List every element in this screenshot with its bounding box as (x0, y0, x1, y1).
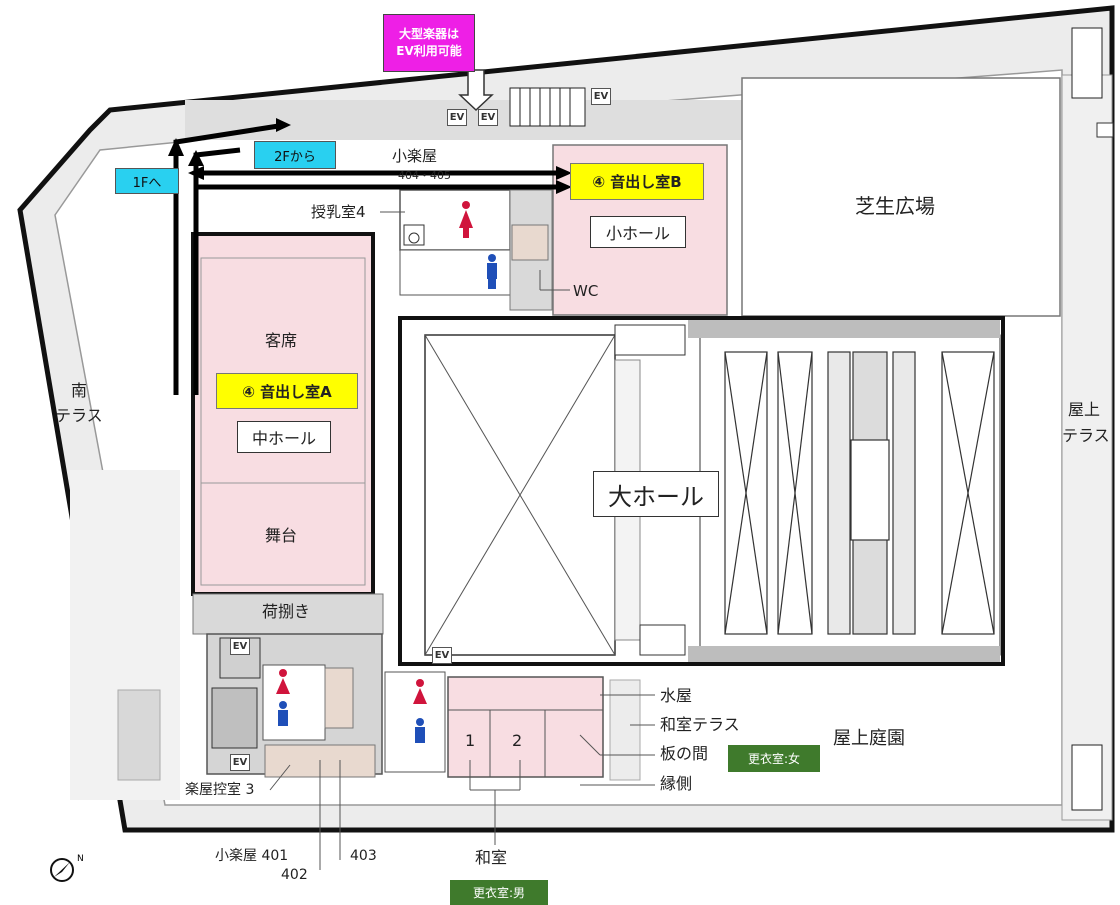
changing-room-women: 更衣室:女 (728, 745, 820, 772)
women-toilet-icon-3 (413, 679, 427, 704)
to-1f-direction: 1Fへ (115, 168, 179, 194)
large-hall-bottom-band (688, 646, 1000, 662)
washitsu-block (447, 676, 604, 778)
women-toilet-icon-2 (276, 669, 290, 694)
roof-terrace-right (1061, 74, 1113, 821)
stair-middle-bottom (639, 624, 686, 656)
stairs-top (509, 87, 586, 127)
engawa-label: 縁側 (660, 774, 693, 793)
wc-label: WC (573, 282, 599, 300)
grid-patch (117, 689, 161, 781)
from-2f-direction: 2Fから (254, 141, 336, 169)
washitsu-terrace-label: 和室テラス (660, 715, 740, 734)
ko-gakuya-403-label: 403 (350, 848, 377, 864)
large-hall-label: 大ホール (593, 471, 719, 517)
ev-down-arrow (458, 69, 494, 112)
medium-hall-label: 中ホール (237, 421, 331, 453)
ko-gakuya-402-label: 402 (281, 867, 308, 883)
medium-hall-stage (200, 482, 366, 586)
itanoma-label: 板の間 (660, 744, 709, 763)
nursing-room-label: 授乳室4 (311, 203, 366, 221)
ko-gakuya-top-numbers: 404・405 (398, 169, 451, 182)
washitsu-1-label: 1 (465, 731, 476, 750)
roof-terrace-label-1: 屋上 (1068, 400, 1101, 419)
women-toilet-icon (459, 201, 473, 238)
leader-lines (269, 211, 655, 870)
wheelchair-icon (403, 224, 425, 246)
ev-label-1: EV (447, 109, 467, 126)
large-hall-top-band (688, 320, 1000, 338)
notice-line-1: 大型楽器は (398, 27, 459, 41)
ev-label-5: EV (230, 754, 250, 771)
seats-label: 客席 (265, 331, 298, 350)
toilet-middle-bottom (384, 671, 446, 773)
lawn-plaza-area (741, 77, 1061, 317)
washitsu-terrace (609, 679, 641, 781)
loading-area (192, 593, 384, 635)
stairs-bottom-left (211, 687, 258, 749)
sound-room-b: ④ 音出し室B (570, 163, 704, 200)
compass-icon (50, 858, 74, 882)
men-toilet-icon-3 (415, 718, 425, 743)
arrow-heads (168, 118, 572, 194)
ev-label-6: EV (432, 647, 452, 664)
ev-label-2: EV (478, 109, 498, 126)
small-hall-label: 小ホール (590, 216, 686, 248)
washitsu-label: 和室 (475, 848, 508, 867)
loading-label: 荷捌き (262, 602, 311, 621)
dressing-rooms-2 (324, 667, 354, 729)
men-toilet-icon-2 (278, 701, 288, 726)
toilet-bottom-left (262, 664, 326, 741)
roof-terrace-label-2: テラス (1062, 426, 1110, 445)
sound-room-a: ④ 音出し室A (216, 373, 358, 409)
south-terrace-label-2: テラス (55, 406, 103, 425)
roof-garden-label: 屋上庭園 (833, 728, 905, 749)
large-hall-seat-blocks (724, 351, 995, 635)
stairs-top-right (1071, 27, 1103, 811)
stair-middle-left (614, 324, 686, 356)
small-room-cells (511, 224, 549, 261)
ev-label-3: EV (591, 88, 611, 105)
svg-text:N: N (77, 854, 84, 864)
south-terrace-label-1: 南 (71, 381, 88, 400)
ko-gakuya-top-label: 小楽屋 (392, 147, 438, 165)
gakuya-hikae-label: 楽屋控室 3 (185, 782, 255, 798)
lawn-plaza-label: 芝生広場 (855, 194, 935, 218)
mizuya-label: 水屋 (660, 686, 693, 705)
stage-label: 舞台 (265, 526, 298, 545)
ev-notice: 大型楽器は EV利用可能 (383, 14, 475, 72)
men-toilet-icon (487, 254, 497, 289)
ev-label-4: EV (230, 638, 250, 655)
washitsu-2-label: 2 (512, 731, 523, 750)
small-square (1096, 122, 1114, 138)
changing-room-men: 更衣室:男 (450, 880, 548, 905)
notice-line-2: EV利用可能 (396, 44, 462, 58)
ko-gakuya-401-label: 小楽屋 401 (215, 848, 289, 864)
